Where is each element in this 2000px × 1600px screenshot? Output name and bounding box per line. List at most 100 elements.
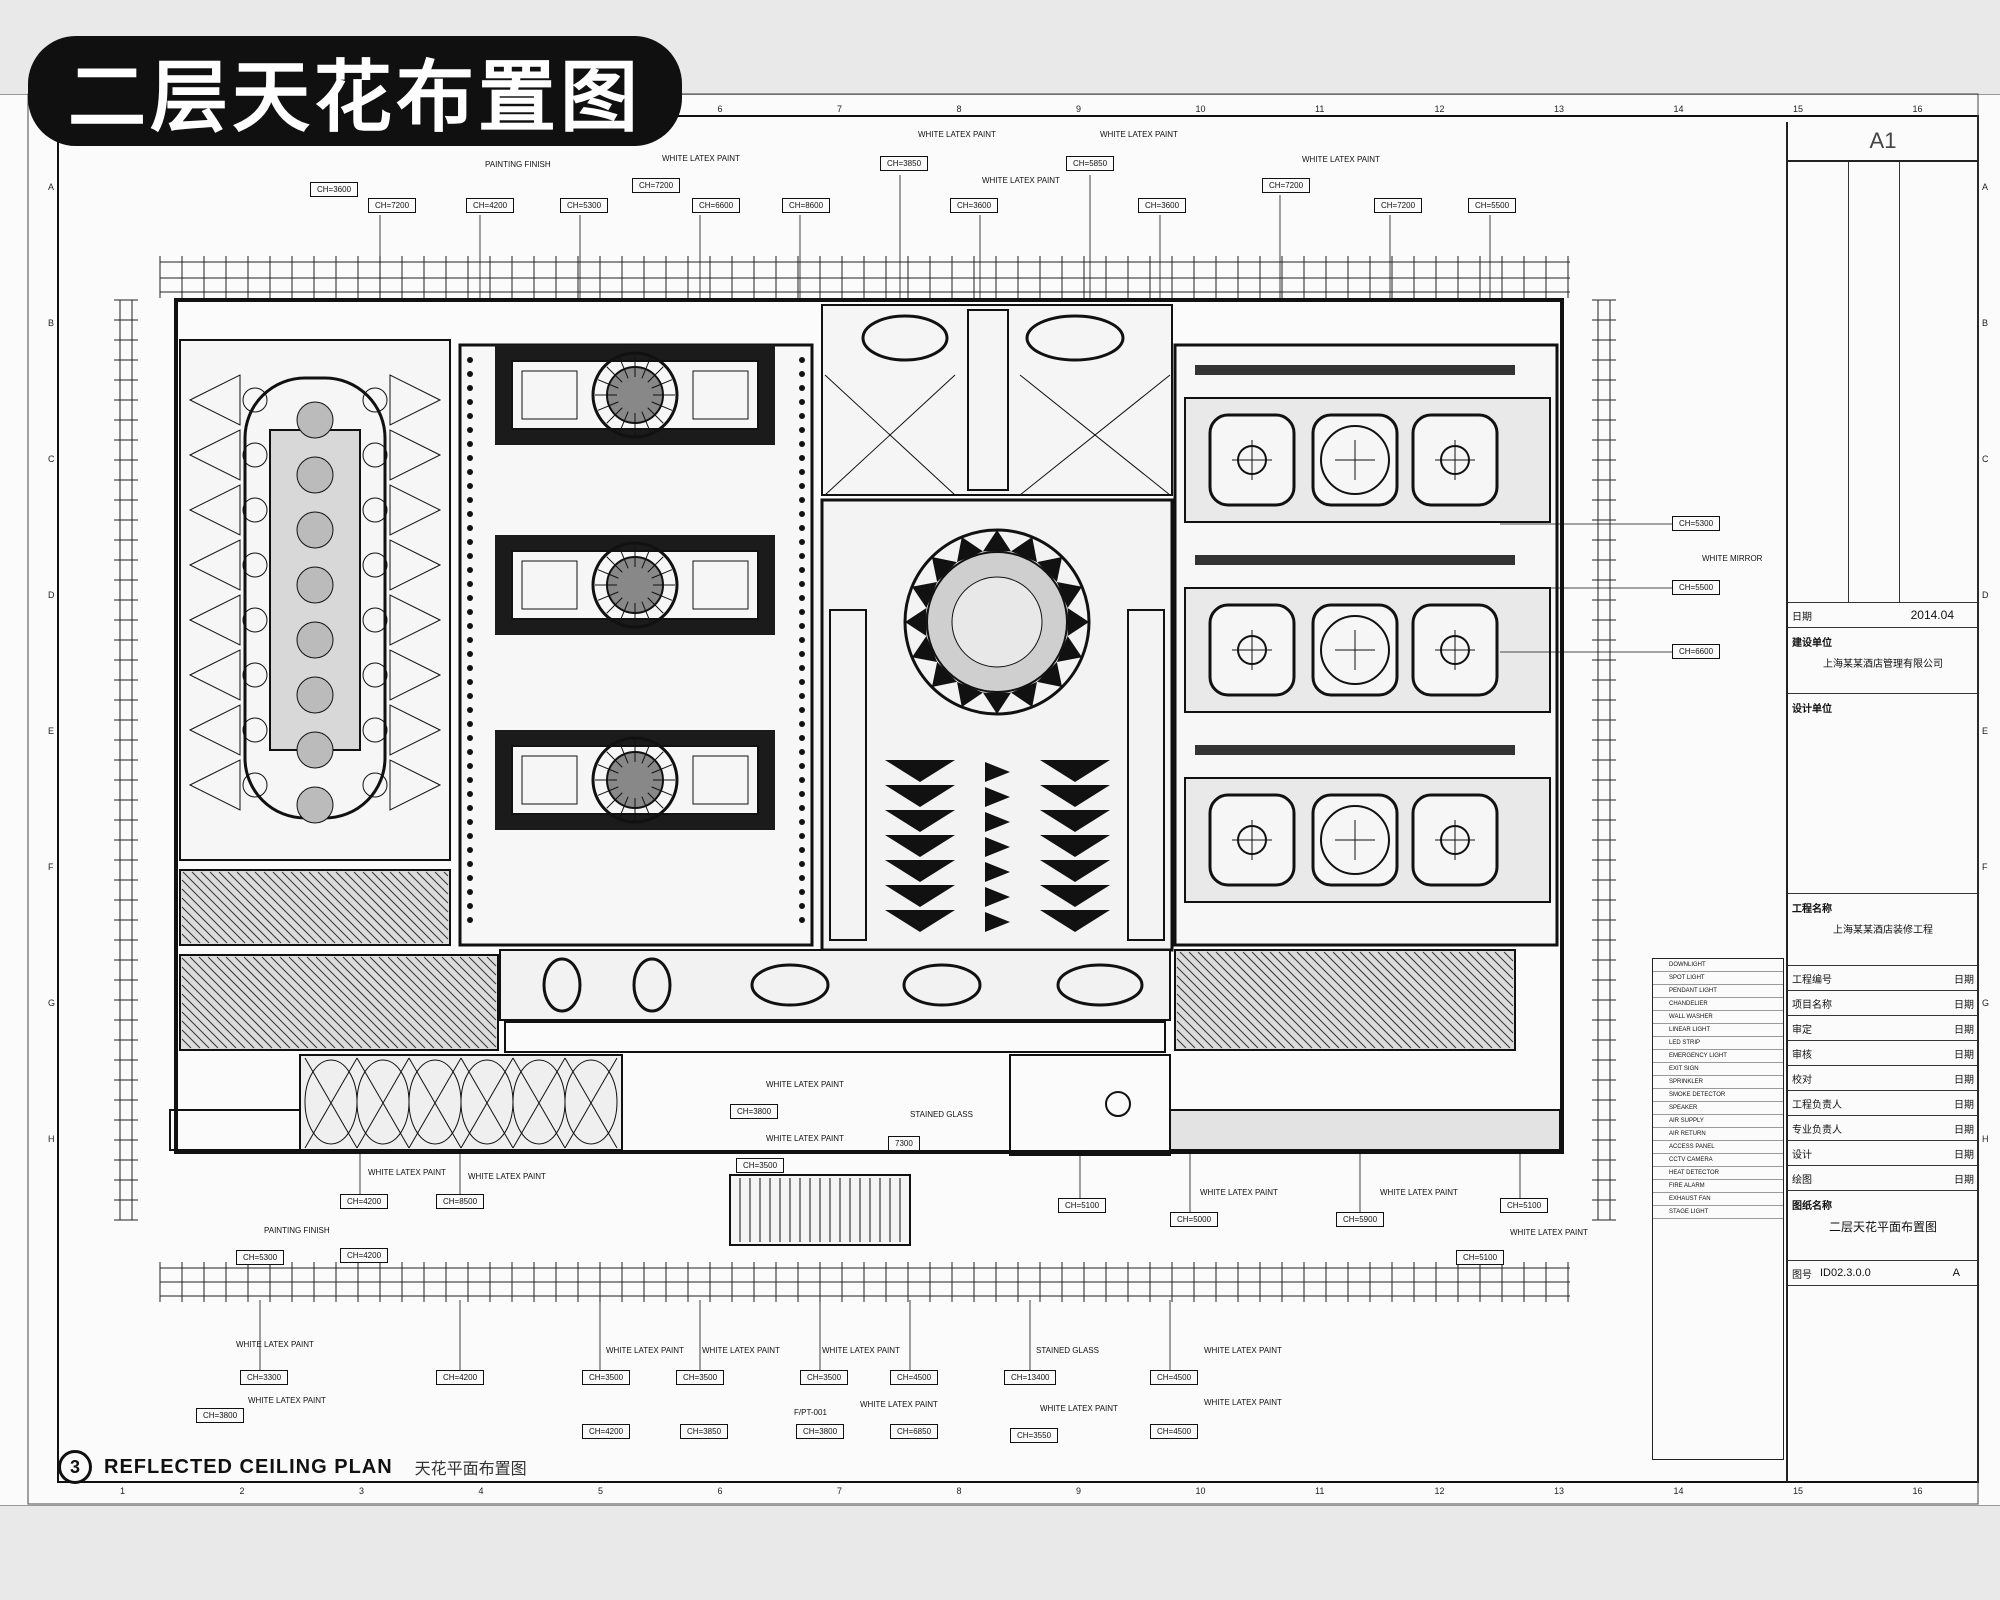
material-note: PAINTING FINISH bbox=[485, 160, 551, 169]
legend-item: ACCESS PANEL bbox=[1653, 1141, 1783, 1154]
ceiling-ornament bbox=[389, 759, 442, 811]
material-note: PAINTING FINISH bbox=[264, 1226, 330, 1235]
date-value: 2014.04 bbox=[1910, 608, 1954, 622]
downlight bbox=[799, 805, 805, 811]
signature-role: 审定 bbox=[1792, 1024, 1812, 1036]
downlight bbox=[799, 623, 805, 629]
rosette-spoke bbox=[619, 796, 629, 818]
floor-pattern bbox=[1040, 860, 1110, 882]
signature-rows: 工程编号日期项目名称日期审定日期审核日期校对日期工程负责人日期专业负责人日期设计… bbox=[1788, 966, 1978, 1191]
signature-row: 绘图日期 bbox=[1788, 1166, 1978, 1191]
rosette-spoke bbox=[647, 751, 664, 768]
material-note: WHITE LATEX PAINT bbox=[1204, 1398, 1282, 1407]
rosette-spoke bbox=[597, 764, 619, 774]
rosette-spoke bbox=[597, 379, 619, 389]
star-point bbox=[1056, 636, 1082, 663]
downlight bbox=[799, 693, 805, 699]
downlight bbox=[799, 399, 805, 405]
signature-role: 工程编号 bbox=[1792, 974, 1832, 986]
star-point bbox=[1056, 581, 1082, 608]
ceiling-ornament bbox=[242, 607, 268, 633]
ceiling-height-tag: CH=13400 bbox=[1004, 1370, 1057, 1385]
downlight bbox=[467, 623, 473, 629]
rosette-spoke bbox=[641, 411, 651, 433]
ceiling-ornament bbox=[188, 594, 241, 646]
legend-item: AIR SUPPLY bbox=[1653, 1115, 1783, 1128]
ceiling-medallion bbox=[296, 511, 334, 549]
grid-column-label: 7 bbox=[837, 104, 842, 114]
grid-row-label: G bbox=[1982, 998, 1989, 1008]
grid-column-label: 8 bbox=[957, 104, 962, 114]
downlight bbox=[467, 665, 473, 671]
ceiling-height-tag: CH=7200 bbox=[632, 178, 681, 193]
material-note: WHITE LATEX PAINT bbox=[822, 1346, 900, 1355]
downlight bbox=[467, 525, 473, 531]
rosette-spoke bbox=[651, 591, 673, 601]
star-point bbox=[1037, 556, 1063, 582]
downlight bbox=[799, 721, 805, 727]
star-point bbox=[956, 537, 983, 563]
grid-column-label: 12 bbox=[1435, 1486, 1445, 1496]
legend-item: SPEAKER bbox=[1653, 1102, 1783, 1115]
grid-row-label: D bbox=[1982, 590, 1989, 600]
ceiling-height-tag: CH=7200 bbox=[1374, 198, 1423, 213]
grid-column-label: 9 bbox=[1076, 1486, 1081, 1496]
downlight bbox=[799, 609, 805, 615]
rosette-spoke bbox=[606, 366, 623, 383]
grid-row-label: A bbox=[48, 182, 54, 192]
downlight bbox=[799, 707, 805, 713]
downlight bbox=[799, 651, 805, 657]
legend-item: FIRE ALARM bbox=[1653, 1180, 1783, 1193]
panel-inset bbox=[521, 560, 578, 610]
material-note: WHITE LATEX PAINT bbox=[606, 1346, 684, 1355]
ceiling-height-tag: CH=5500 bbox=[1672, 580, 1721, 595]
legend-item: AIR RETURN bbox=[1653, 1128, 1783, 1141]
ceiling-height-tag: CH=5850 bbox=[1066, 156, 1115, 171]
grid-column-label: 10 bbox=[1196, 1486, 1206, 1496]
ceiling-ornament bbox=[362, 662, 388, 688]
ceiling-ornament bbox=[389, 594, 442, 646]
project-value: 上海某某酒店装修工程 bbox=[1788, 917, 1978, 966]
ceiling-ornament bbox=[188, 374, 241, 426]
title-block: A1 日期 2014.04 建设单位 上海某某酒店管理有限公司 设计单位 工程名… bbox=[1786, 122, 1978, 1482]
ceiling-height-tag: CH=5000 bbox=[1170, 1212, 1219, 1227]
rosette-spoke bbox=[597, 569, 619, 579]
client-value: 上海某某酒店管理有限公司 bbox=[1788, 651, 1978, 694]
material-note: WHITE MIRROR bbox=[1702, 554, 1763, 563]
downlight bbox=[799, 469, 805, 475]
rosette-spoke bbox=[597, 786, 619, 796]
floor-pattern bbox=[885, 910, 955, 932]
rosette-spoke bbox=[597, 401, 619, 411]
star-point bbox=[1011, 681, 1038, 707]
ceiling-height-tag: CH=4500 bbox=[1150, 1370, 1199, 1385]
signature-date-label: 日期 bbox=[1954, 974, 1974, 986]
grid-column-label: 15 bbox=[1793, 1486, 1803, 1496]
ceiling-height-tag: CH=5100 bbox=[1058, 1198, 1107, 1213]
signature-row: 校对日期 bbox=[1788, 1066, 1978, 1091]
ceiling-height-tag: CH=5300 bbox=[560, 198, 609, 213]
ceiling-height-tag: CH=5300 bbox=[1672, 516, 1721, 531]
material-note: WHITE LATEX PAINT bbox=[1510, 1228, 1588, 1237]
ceiling-height-tag: CH=4200 bbox=[466, 198, 515, 213]
downlight bbox=[799, 637, 805, 643]
floor-pattern bbox=[985, 762, 1010, 782]
star-point bbox=[931, 556, 957, 582]
downlight bbox=[799, 567, 805, 573]
client-label: 建设单位 bbox=[1792, 638, 1832, 649]
ceiling-height-tag: CH=3500 bbox=[676, 1370, 725, 1385]
grid-column-label: 10 bbox=[1196, 104, 1206, 114]
ceiling-height-tag: CH=5900 bbox=[1336, 1212, 1385, 1227]
grid-column-label: 6 bbox=[718, 1486, 723, 1496]
downlight bbox=[467, 595, 473, 601]
ceiling-ornament bbox=[389, 374, 442, 426]
star-point bbox=[1037, 662, 1063, 688]
ceiling-height-tag: CH=3850 bbox=[680, 1424, 729, 1439]
rosette-spoke bbox=[641, 796, 651, 818]
star-point bbox=[982, 530, 1012, 552]
rosette-spoke bbox=[641, 547, 651, 569]
floor-pattern bbox=[1040, 785, 1110, 807]
signature-row: 工程编号 日期 bbox=[1788, 966, 1978, 991]
ceiling-height-tag: CH=3500 bbox=[582, 1370, 631, 1385]
downlight bbox=[467, 581, 473, 587]
grid-column-label: 3 bbox=[359, 1486, 364, 1496]
